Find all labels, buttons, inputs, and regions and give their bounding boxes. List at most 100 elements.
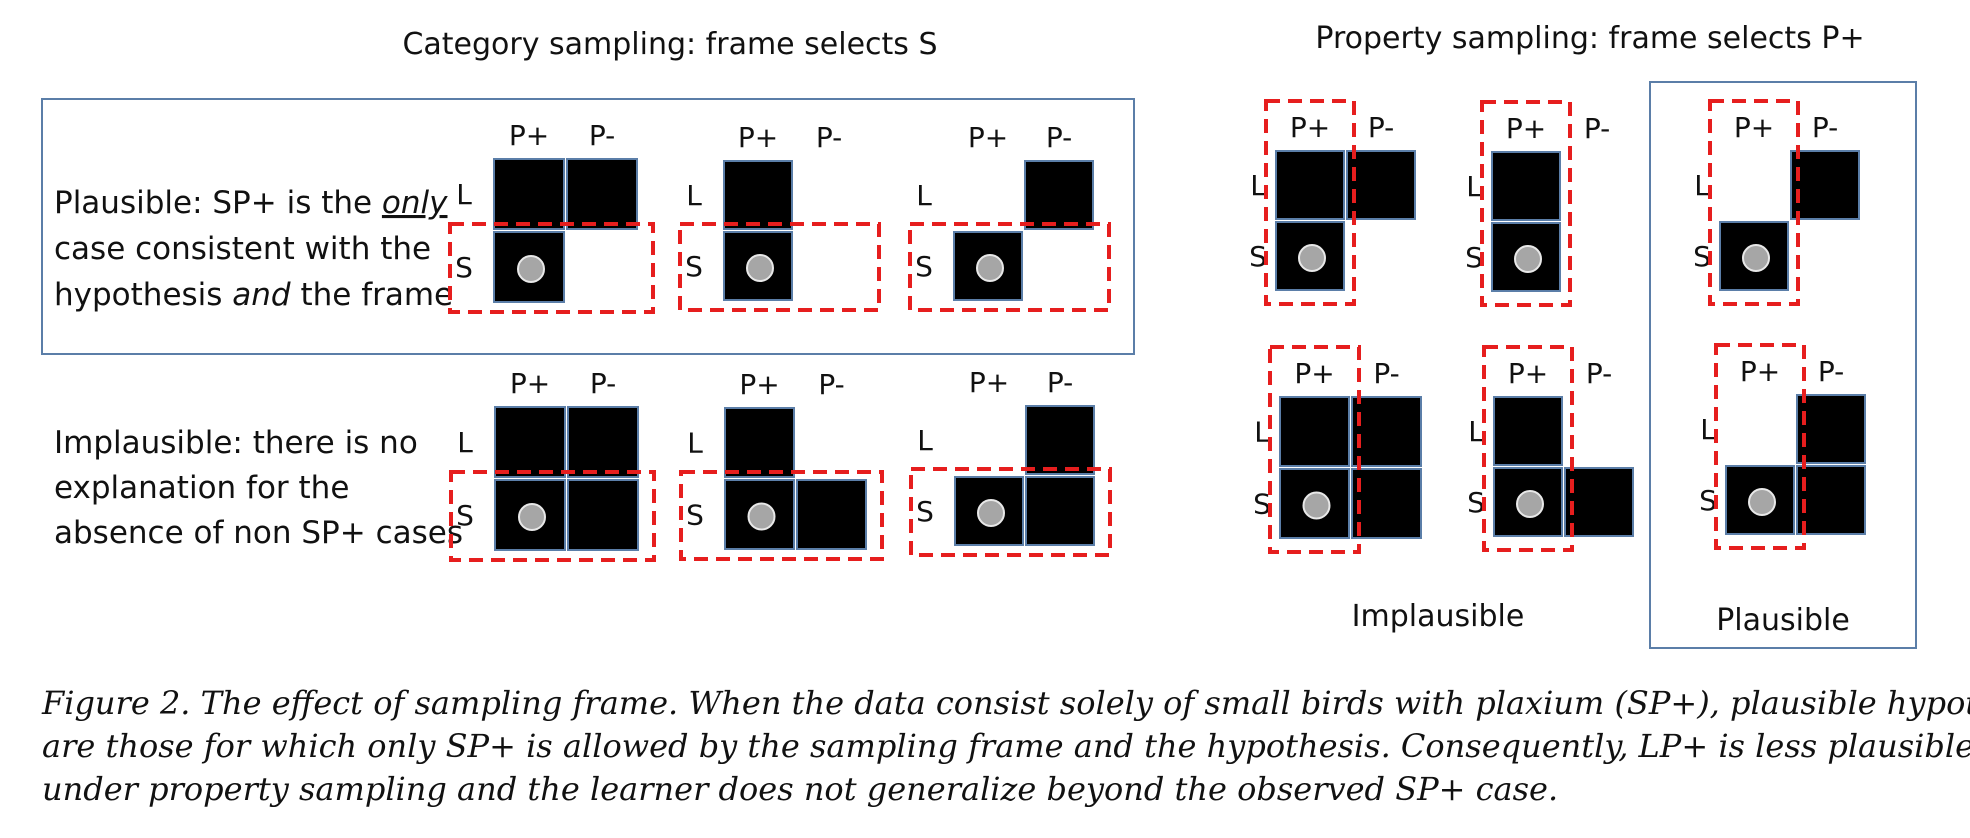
row-label-s: S	[1693, 240, 1711, 273]
observed-sp-plus-dot	[1742, 244, 1770, 272]
row-label-s: S	[1699, 484, 1717, 517]
column-label-p-minus: P-	[1046, 121, 1072, 154]
cell-sp-	[796, 479, 867, 550]
column-label-p-minus: P-	[1818, 355, 1844, 388]
sampling-frame-p-plus	[1264, 99, 1356, 306]
property-plausible-label: Plausible	[1716, 603, 1850, 638]
column-label-p-minus: P-	[1584, 112, 1610, 145]
sampling-frame-p-plus	[1480, 100, 1572, 307]
implausible-line-2: explanation for the	[54, 470, 349, 506]
column-label-p-plus: P+	[1506, 112, 1546, 145]
cell-lp-plus	[1279, 396, 1350, 467]
category-sampling-title: Category sampling: frame selects S	[402, 27, 937, 62]
plausible-segment: and	[232, 277, 291, 313]
cell-lp-plus	[493, 158, 565, 230]
observed-sp-plus-dot	[518, 503, 546, 531]
implausible-line-3: absence of non SP+ cases	[54, 515, 463, 551]
row-label-s: S	[1253, 488, 1271, 521]
cell-lp-	[1790, 150, 1860, 220]
cell-lp-plus	[1491, 151, 1561, 221]
cell-lp-	[1796, 394, 1866, 464]
row-label-s: S	[1249, 240, 1267, 273]
plausible-segment: case consistent with the	[54, 231, 431, 267]
property-implausible-label: Implausible	[1352, 599, 1525, 634]
column-label-p-plus: P+	[1294, 357, 1334, 390]
row-label-l: L	[1254, 416, 1270, 449]
cell-sp-	[567, 479, 639, 551]
row-label-l: L	[1466, 170, 1482, 203]
column-label-p-plus: P+	[969, 366, 1009, 399]
plausible-segment: only	[382, 185, 448, 221]
panel-prop-impl-1: P+P-LS	[1249, 99, 1416, 306]
panel-prop-plaus-2: P+P-LS	[1699, 343, 1866, 550]
row-label-s: S	[456, 499, 474, 532]
sampling-frame-s	[448, 222, 655, 314]
caption-line-1: Figure 2. The effect of sampling frame. …	[41, 684, 1970, 722]
cell-lp-plus	[1275, 150, 1345, 220]
column-label-p-minus: P-	[818, 368, 844, 401]
column-label-p-minus: P-	[589, 119, 615, 152]
cell-lp-	[1024, 160, 1094, 230]
column-label-p-minus: P-	[1812, 111, 1838, 144]
panel-prop-impl-2: P+P-LS	[1465, 100, 1610, 307]
column-label-p-plus: P+	[1734, 111, 1774, 144]
column-label-p-plus: P+	[738, 121, 778, 154]
implausible-segment: absence of non SP+ cases	[54, 515, 463, 551]
category-plausible-box	[41, 98, 1135, 355]
row-label-s: S	[916, 495, 934, 528]
observed-sp-plus-dot	[747, 502, 776, 531]
sampling-frame-p-plus	[1708, 99, 1800, 306]
row-label-l: L	[916, 179, 932, 212]
cell-lp-	[1351, 396, 1422, 467]
row-label-s: S	[685, 250, 703, 283]
panel-prop-impl-3: P+ P- L S	[1253, 345, 1422, 554]
property-plausible-box	[1649, 81, 1917, 649]
observed-sp-plus-dot	[746, 254, 774, 282]
caption-line-3: under property sampling and the learner …	[42, 770, 1558, 808]
cell-sp-	[1564, 467, 1634, 537]
panel-cat-impl-1: P+P-LS	[449, 367, 656, 562]
observed-sp-plus-dot	[977, 499, 1005, 527]
row-label-l: L	[686, 179, 702, 212]
sampling-frame-p-plus	[1268, 345, 1361, 554]
caption-line-2: are those for which only SP+ is allowed …	[42, 727, 1970, 765]
column-label-p-minus: P-	[1373, 357, 1399, 390]
column-label-p-minus: P-	[816, 121, 842, 154]
panels-layer: P+ P- L S P+ P- L S P+ P- L S P+ P- L S P+ P- L S P+ P- L S P+ P-…	[448, 99, 1866, 562]
observed-sp-plus-dot	[1302, 491, 1331, 520]
row-label-l: L	[1694, 169, 1710, 202]
panel-cat-plaus-1: P+P-LS	[448, 119, 655, 314]
cell-lp-plus	[1493, 396, 1563, 466]
sampling-frame-s	[679, 470, 884, 561]
panel-cat-plaus-3: P+P-LS	[908, 121, 1111, 312]
sampling-frame-s	[908, 222, 1111, 312]
column-label-p-minus: P-	[1047, 366, 1073, 399]
row-label-l: L	[1700, 413, 1716, 446]
sampling-frame-p-plus	[1482, 345, 1574, 552]
cell-lp-plus	[724, 407, 795, 478]
column-label-p-plus: P+	[509, 119, 549, 152]
row-label-s: S	[915, 250, 933, 283]
panel-prop-plaus-1: P+ P- L S	[1693, 99, 1860, 306]
cell-sp-plus	[493, 231, 565, 303]
cell-lp-	[567, 406, 639, 478]
implausible-segment: explanation for the	[54, 470, 349, 506]
plausible-segment: hypothesis	[54, 277, 232, 313]
row-label-l: L	[457, 426, 473, 459]
sampling-frame-s	[909, 467, 1112, 557]
column-label-p-minus: P-	[1586, 357, 1612, 390]
cell-sp-	[1025, 476, 1095, 546]
row-label-l: L	[456, 178, 472, 211]
observed-sp-plus-dot	[976, 254, 1004, 282]
column-label-p-plus: P+	[510, 367, 550, 400]
sampling-frame-s	[678, 222, 881, 312]
plausible-line-2: case consistent with the	[54, 231, 431, 267]
cell-lp-	[1346, 150, 1416, 220]
cell-lp-	[566, 158, 638, 230]
plausible-segment: the frame	[291, 277, 454, 313]
sampling-frame-p-plus	[1714, 343, 1806, 550]
column-label-p-minus: P-	[1368, 111, 1394, 144]
panel-prop-impl-4: P+P-LS	[1467, 345, 1634, 552]
